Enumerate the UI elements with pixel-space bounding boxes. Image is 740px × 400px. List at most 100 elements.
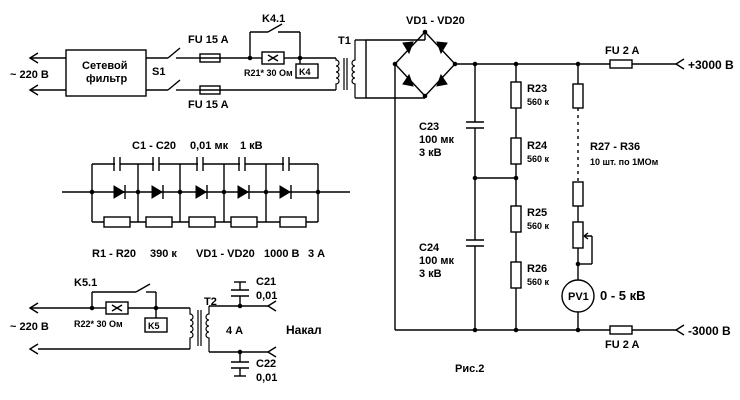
mains-voltage-label: ~ 220 В: [10, 69, 49, 81]
relay-coil-k4-label: K4: [299, 67, 311, 77]
string-diode-4-icon: [237, 185, 249, 199]
chain-desc: 10 шт. по 1МОм: [590, 157, 659, 167]
switch-s1-bottom-blade: [167, 79, 181, 91]
trimmer-arrow-icon: [583, 232, 592, 240]
c24-voltage: 3 кВ: [419, 268, 442, 280]
c23-voltage: 3 кВ: [419, 147, 442, 159]
relay-k5-contact: [135, 283, 151, 293]
filter-label-2: фильтр: [86, 73, 128, 85]
relay-coil-k4: [295, 63, 319, 79]
bridge-diode-1-icon: [402, 41, 414, 55]
resistor-r36-trimmer: [572, 221, 584, 249]
bridge-diode-3-icon: [402, 73, 414, 87]
transformer-t2: T2: [189, 296, 217, 352]
resistor-r25: [510, 205, 522, 233]
string-resistor-3: [188, 216, 216, 228]
bridge-diode-4-icon: [436, 73, 448, 87]
heater-relay-label: K5.1: [74, 277, 97, 289]
c23-name: C23: [419, 121, 439, 133]
heater-supply: ~ 220 В K5.1 R22* 30 Ом K5 T2: [10, 276, 322, 384]
figure-caption: Рис.2: [455, 363, 484, 375]
c24-name: C24: [419, 242, 440, 254]
c21-name: C21: [256, 276, 276, 288]
relay-coil-k5: [144, 317, 168, 333]
meter-pv1-label: PV1: [568, 291, 589, 303]
output-fuse-bottom: [609, 325, 633, 335]
output-minus-connector-icon: [674, 324, 685, 336]
meter-chain: PV1 0 - 5 кВ R27 - R36 10 шт. по 1МОм: [561, 61, 659, 333]
heater-output-bottom-icon: [266, 346, 277, 358]
heater-output-top-icon: [266, 300, 277, 312]
resistor-r27: [572, 83, 584, 109]
output-fuse-bottom-label: FU 2 A: [605, 339, 639, 351]
transformer-t1-label: T1: [338, 35, 351, 47]
output-plus-connector-icon: [674, 58, 685, 70]
detail-res-value: 390 к: [150, 248, 177, 260]
r23-name: R23: [527, 83, 547, 95]
detail-cap-value: 0,01 мк: [190, 140, 229, 152]
output-plus-label: +3000 В: [688, 58, 734, 72]
r25-name: R25: [527, 207, 547, 219]
resistor-r23: [510, 81, 522, 109]
r24-name: R24: [527, 140, 548, 152]
filter-label-1: Сетевой: [82, 60, 128, 72]
string-resistor-2: [145, 216, 173, 228]
heater-coil-label: K5: [148, 321, 160, 331]
string-diode-1-icon: [113, 185, 125, 199]
bridge-label: VD1 - VD20: [406, 15, 465, 27]
c22-name: C22: [256, 358, 276, 370]
r25-value: 560 к: [527, 221, 550, 231]
capacitor-column: C23 100 мк 3 кВ C24 100 мк 3 кВ: [419, 61, 484, 333]
relay-k41-label: K4.1: [262, 13, 285, 25]
r26-value: 560 к: [527, 277, 550, 287]
meter-range-label: 0 - 5 кВ: [600, 288, 646, 303]
resistor-r21-label: R21* 30 Ом: [244, 68, 293, 78]
detail-diode-spec: 1000 В: [264, 248, 300, 260]
resistor-divider: R23 560 к R24 560 к R25 560 к R26 560 к: [475, 61, 550, 333]
c24-value: 100 мк: [419, 255, 455, 267]
fuse-bottom-label: FU 15 A: [188, 99, 229, 111]
transformer-t1: T1: [335, 35, 356, 98]
mains-input: ~ 220 В Сетевой фильтр S1 FU 15 A FU 15 …: [10, 13, 356, 111]
r26-name: R26: [527, 263, 547, 275]
string-resistor-1: [103, 216, 131, 228]
fuse-top-label: FU 15 A: [188, 34, 229, 46]
switch-s1-label: S1: [152, 66, 165, 78]
detail-cap-label: C1 - C20: [132, 140, 176, 152]
c21-value: 0,01: [256, 290, 277, 302]
resistor-r24: [510, 137, 522, 165]
switch-s1-top-blade: [167, 47, 181, 59]
detail-res-label: R1 - R20: [92, 248, 136, 260]
mains-filter-box: [65, 49, 147, 97]
r24-value: 560 к: [527, 154, 550, 164]
string-diode-2-icon: [151, 185, 163, 199]
heater-voltage-label: ~ 220 В: [10, 321, 49, 333]
heater-resistor-label: R22* 30 Ом: [74, 319, 123, 329]
string-resistor-5: [279, 216, 307, 228]
resistor-r26: [510, 261, 522, 289]
chain-name: R27 - R36: [590, 141, 640, 153]
heater-output-label: Накал: [286, 323, 322, 337]
detail-cap-voltage: 1 кВ: [240, 140, 263, 152]
string-diode-3-icon: [195, 185, 207, 199]
detail-diode-label: VD1 - VD20: [196, 248, 255, 260]
output-fuse-top: [609, 59, 633, 69]
string-resistor-4: [230, 216, 258, 228]
bridge-rectifier: VD1 - VD20: [355, 15, 465, 99]
heater-input-bottom-icon: [28, 343, 39, 355]
detail-diode-current: 3 А: [308, 248, 325, 260]
diode-string-detail: C1 - C20 0,01 мк 1 кВ R1 - R20 390 к VD1…: [62, 140, 350, 260]
resistor-r35: [572, 181, 584, 207]
r23-value: 560 к: [527, 97, 550, 107]
string-diode-5-icon: [279, 185, 291, 199]
output-minus-label: -3000 В: [688, 324, 731, 338]
transformer-t2-label: T2: [204, 296, 217, 308]
heater-current-label: 4 А: [226, 325, 243, 337]
relay-k4-contact: [267, 23, 283, 33]
c22-value: 0,01: [256, 372, 277, 384]
output-terminals: FU 2 A +3000 В FU 2 A -3000 В: [605, 45, 734, 351]
c23-value: 100 мк: [419, 134, 455, 146]
output-fuse-top-label: FU 2 A: [605, 45, 639, 57]
